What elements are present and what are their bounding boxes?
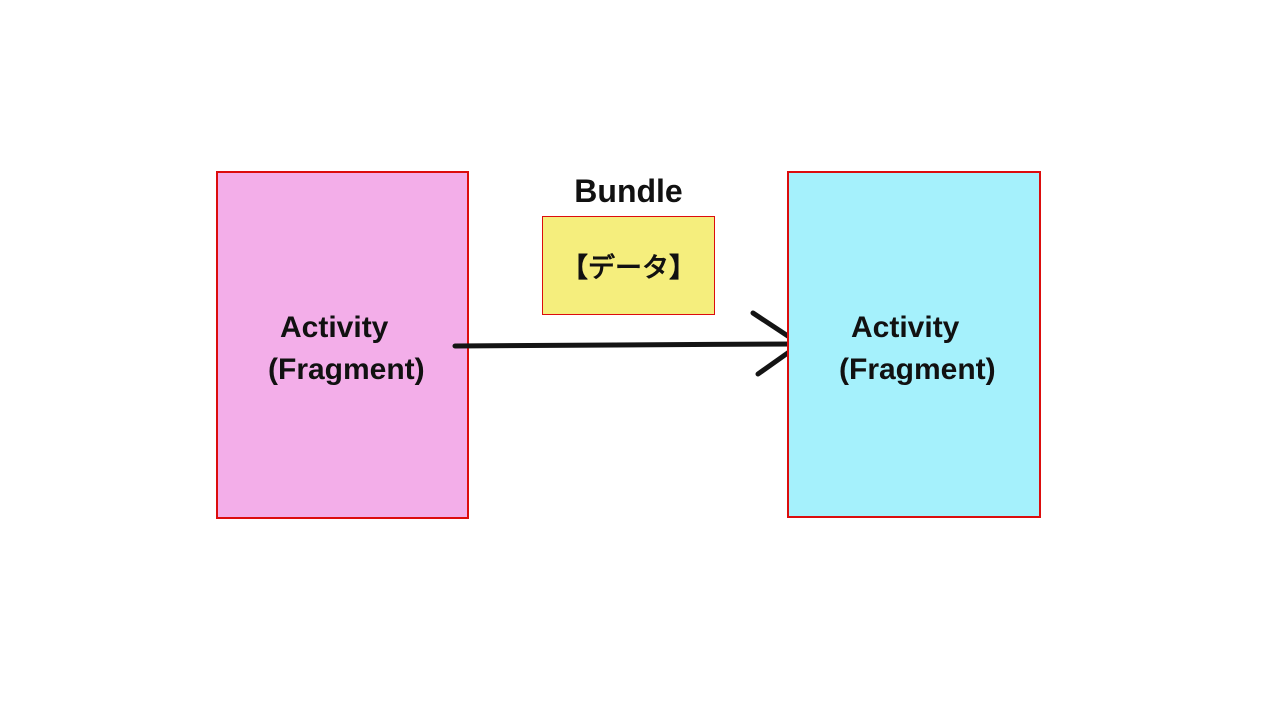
target-activity-label: Activity (Fragment) [839, 307, 996, 391]
bundle-data-box: 【データ】 [542, 216, 715, 315]
bundle-data-label: 【データ】 [561, 253, 696, 283]
source-activity-line1: Activity [280, 311, 389, 344]
source-activity-label: Activity (Fragment) [268, 307, 425, 391]
target-activity-box: Activity (Fragment) [787, 171, 1041, 518]
target-activity-line2: (Fragment) [839, 353, 996, 386]
bundle-title: Bundle [574, 173, 683, 209]
arrow-shaft [452, 341, 802, 349]
data-flow-arrow [452, 310, 803, 377]
source-activity-box: Activity (Fragment) [216, 171, 469, 519]
target-activity-line1: Activity [851, 311, 960, 344]
source-activity-line2: (Fragment) [268, 353, 425, 386]
